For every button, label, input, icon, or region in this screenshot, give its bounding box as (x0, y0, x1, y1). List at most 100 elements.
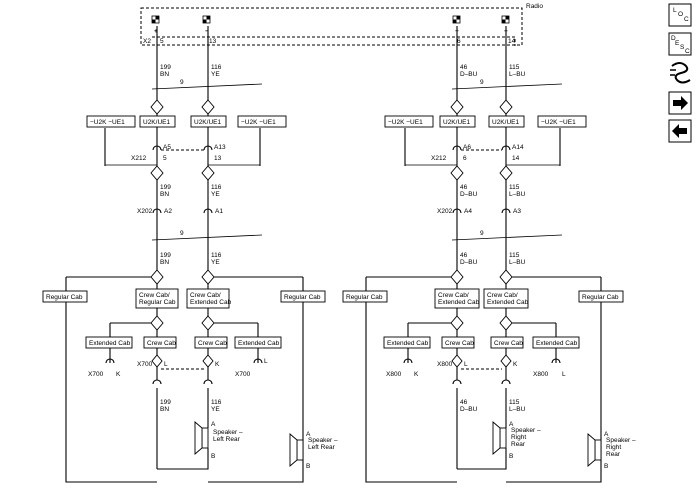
wire-gauge: 199 (160, 64, 171, 71)
x700-pin: K (215, 361, 220, 368)
x212-pin: A5 (163, 144, 171, 151)
speaker-pin: B (211, 453, 215, 460)
right-rear-speaker-circuit: 46 D–BU 115 L–BU 9 −U2K −UE1 U2K/UE1 U2K… (342, 26, 636, 483)
cab-diamond (450, 269, 464, 285)
option-diamond (499, 315, 513, 331)
x212-pin: 5 (163, 155, 167, 162)
wire-gauge: 46 (460, 252, 468, 259)
cab-box: Crew Cab/Regular Cab (139, 292, 176, 306)
wire-gauge: 46 (460, 184, 468, 191)
option-diamond (201, 99, 215, 115)
wire-color: BN (160, 71, 169, 78)
x212-pin: A14 (512, 144, 524, 151)
x800-name: X800 (386, 371, 402, 378)
wire-gauge: 116 (211, 184, 222, 191)
x800-pin: L (562, 371, 566, 378)
splice-diamond (151, 354, 163, 368)
option-box: U2K/UE1 (443, 119, 470, 126)
x212-name: X212 (131, 155, 147, 162)
cab-diamond (150, 269, 164, 285)
radio-plus-sign: + (154, 28, 158, 35)
x202-name: X202 (437, 208, 453, 215)
splice-diamond (499, 165, 513, 181)
speaker-label: Speaker –Left Rear (308, 437, 338, 451)
radio-minus-left-pin-icon (202, 15, 211, 24)
speaker-icon (194, 421, 209, 455)
option-diamond (450, 315, 464, 331)
speaker-icon (492, 421, 507, 455)
cab-box: Regular Cab (582, 294, 619, 301)
arrow-left-icon (672, 124, 687, 138)
wire-gauge: 199 (160, 252, 171, 259)
radio-label: Radio (526, 3, 543, 10)
loc-button[interactable]: L O C (668, 3, 692, 27)
wiring-icon-button[interactable] (670, 62, 691, 84)
svg-text:S: S (680, 44, 685, 51)
svg-text:C: C (685, 48, 690, 55)
splice-diamond (202, 354, 214, 368)
option-box: −U2K −UE1 (541, 119, 576, 126)
speaker-pin: B (509, 453, 513, 460)
radio-minus-right-pin-icon (501, 15, 510, 24)
x212-name: X212 (431, 155, 447, 162)
wire-color: L–BU (509, 191, 526, 198)
wire-color: BN (160, 406, 169, 413)
splice-diamond (451, 354, 463, 368)
cab-diamond (201, 269, 215, 285)
x700-name: X700 (88, 371, 104, 378)
radio-pin: 5 (160, 38, 164, 45)
svg-text:D: D (671, 35, 676, 42)
sub-box: Crew Cab (445, 340, 474, 347)
sub-box: Extended Cab (89, 340, 131, 347)
option-box: U2K/UE1 (194, 119, 221, 126)
x202-pin: A3 (513, 208, 521, 215)
twist-label: 9 (180, 230, 184, 237)
wire-color: L–BU (509, 71, 526, 78)
option-box: U2K/UE1 (143, 119, 170, 126)
radio-minus-sign: − (205, 28, 209, 35)
speaker-pin: B (604, 463, 608, 470)
x700-name: X700 (235, 371, 251, 378)
back-button[interactable] (668, 119, 692, 143)
sub-box: Extended Cab (387, 340, 429, 347)
wire-gauge: 116 (211, 64, 222, 71)
wire-gauge: 115 (509, 252, 520, 259)
wire-color: L–BU (509, 406, 526, 413)
option-diamond (201, 315, 215, 331)
speaker-pin: A (509, 421, 514, 428)
radio-plus-right-pin-icon (452, 15, 461, 24)
x202-pin: A2 (164, 208, 172, 215)
cab-box: Crew Cab/Extended Cab (438, 292, 480, 306)
x700-pin: K (116, 371, 121, 378)
wire-gauge: 116 (211, 399, 222, 406)
cab-diamond (499, 269, 513, 285)
speaker-pin: A (306, 431, 311, 438)
svg-text:O: O (678, 11, 683, 18)
arrow-right-icon (673, 96, 688, 110)
option-diamond (450, 99, 464, 115)
wire-gauge: 46 (460, 64, 468, 71)
next-button[interactable] (668, 91, 692, 115)
wire-gauge: 199 (160, 399, 171, 406)
option-diamond (150, 99, 164, 115)
wire-gauge: 116 (211, 252, 222, 259)
wire-color: D–BU (460, 406, 478, 413)
svg-text:C: C (684, 16, 689, 23)
sub-box: Crew Cab (494, 340, 523, 347)
desc-button[interactable]: D E S C (668, 32, 692, 56)
splice-diamond (500, 354, 512, 368)
wire-color: BN (160, 191, 169, 198)
x202-pin: A4 (464, 208, 472, 215)
x800-name: X800 (437, 361, 453, 368)
sub-box: Crew Cab (147, 340, 176, 347)
cab-box: Regular Cab (46, 294, 83, 301)
nav-toolbar: L O C D E S C (668, 3, 692, 143)
wire-color: YE (211, 191, 220, 198)
wire-color: BN (160, 259, 169, 266)
radio-pin: 14 (508, 38, 516, 45)
splice-diamond (450, 165, 464, 181)
option-box: −U2K −UE1 (90, 119, 125, 126)
option-box: −U2K −UE1 (241, 119, 276, 126)
